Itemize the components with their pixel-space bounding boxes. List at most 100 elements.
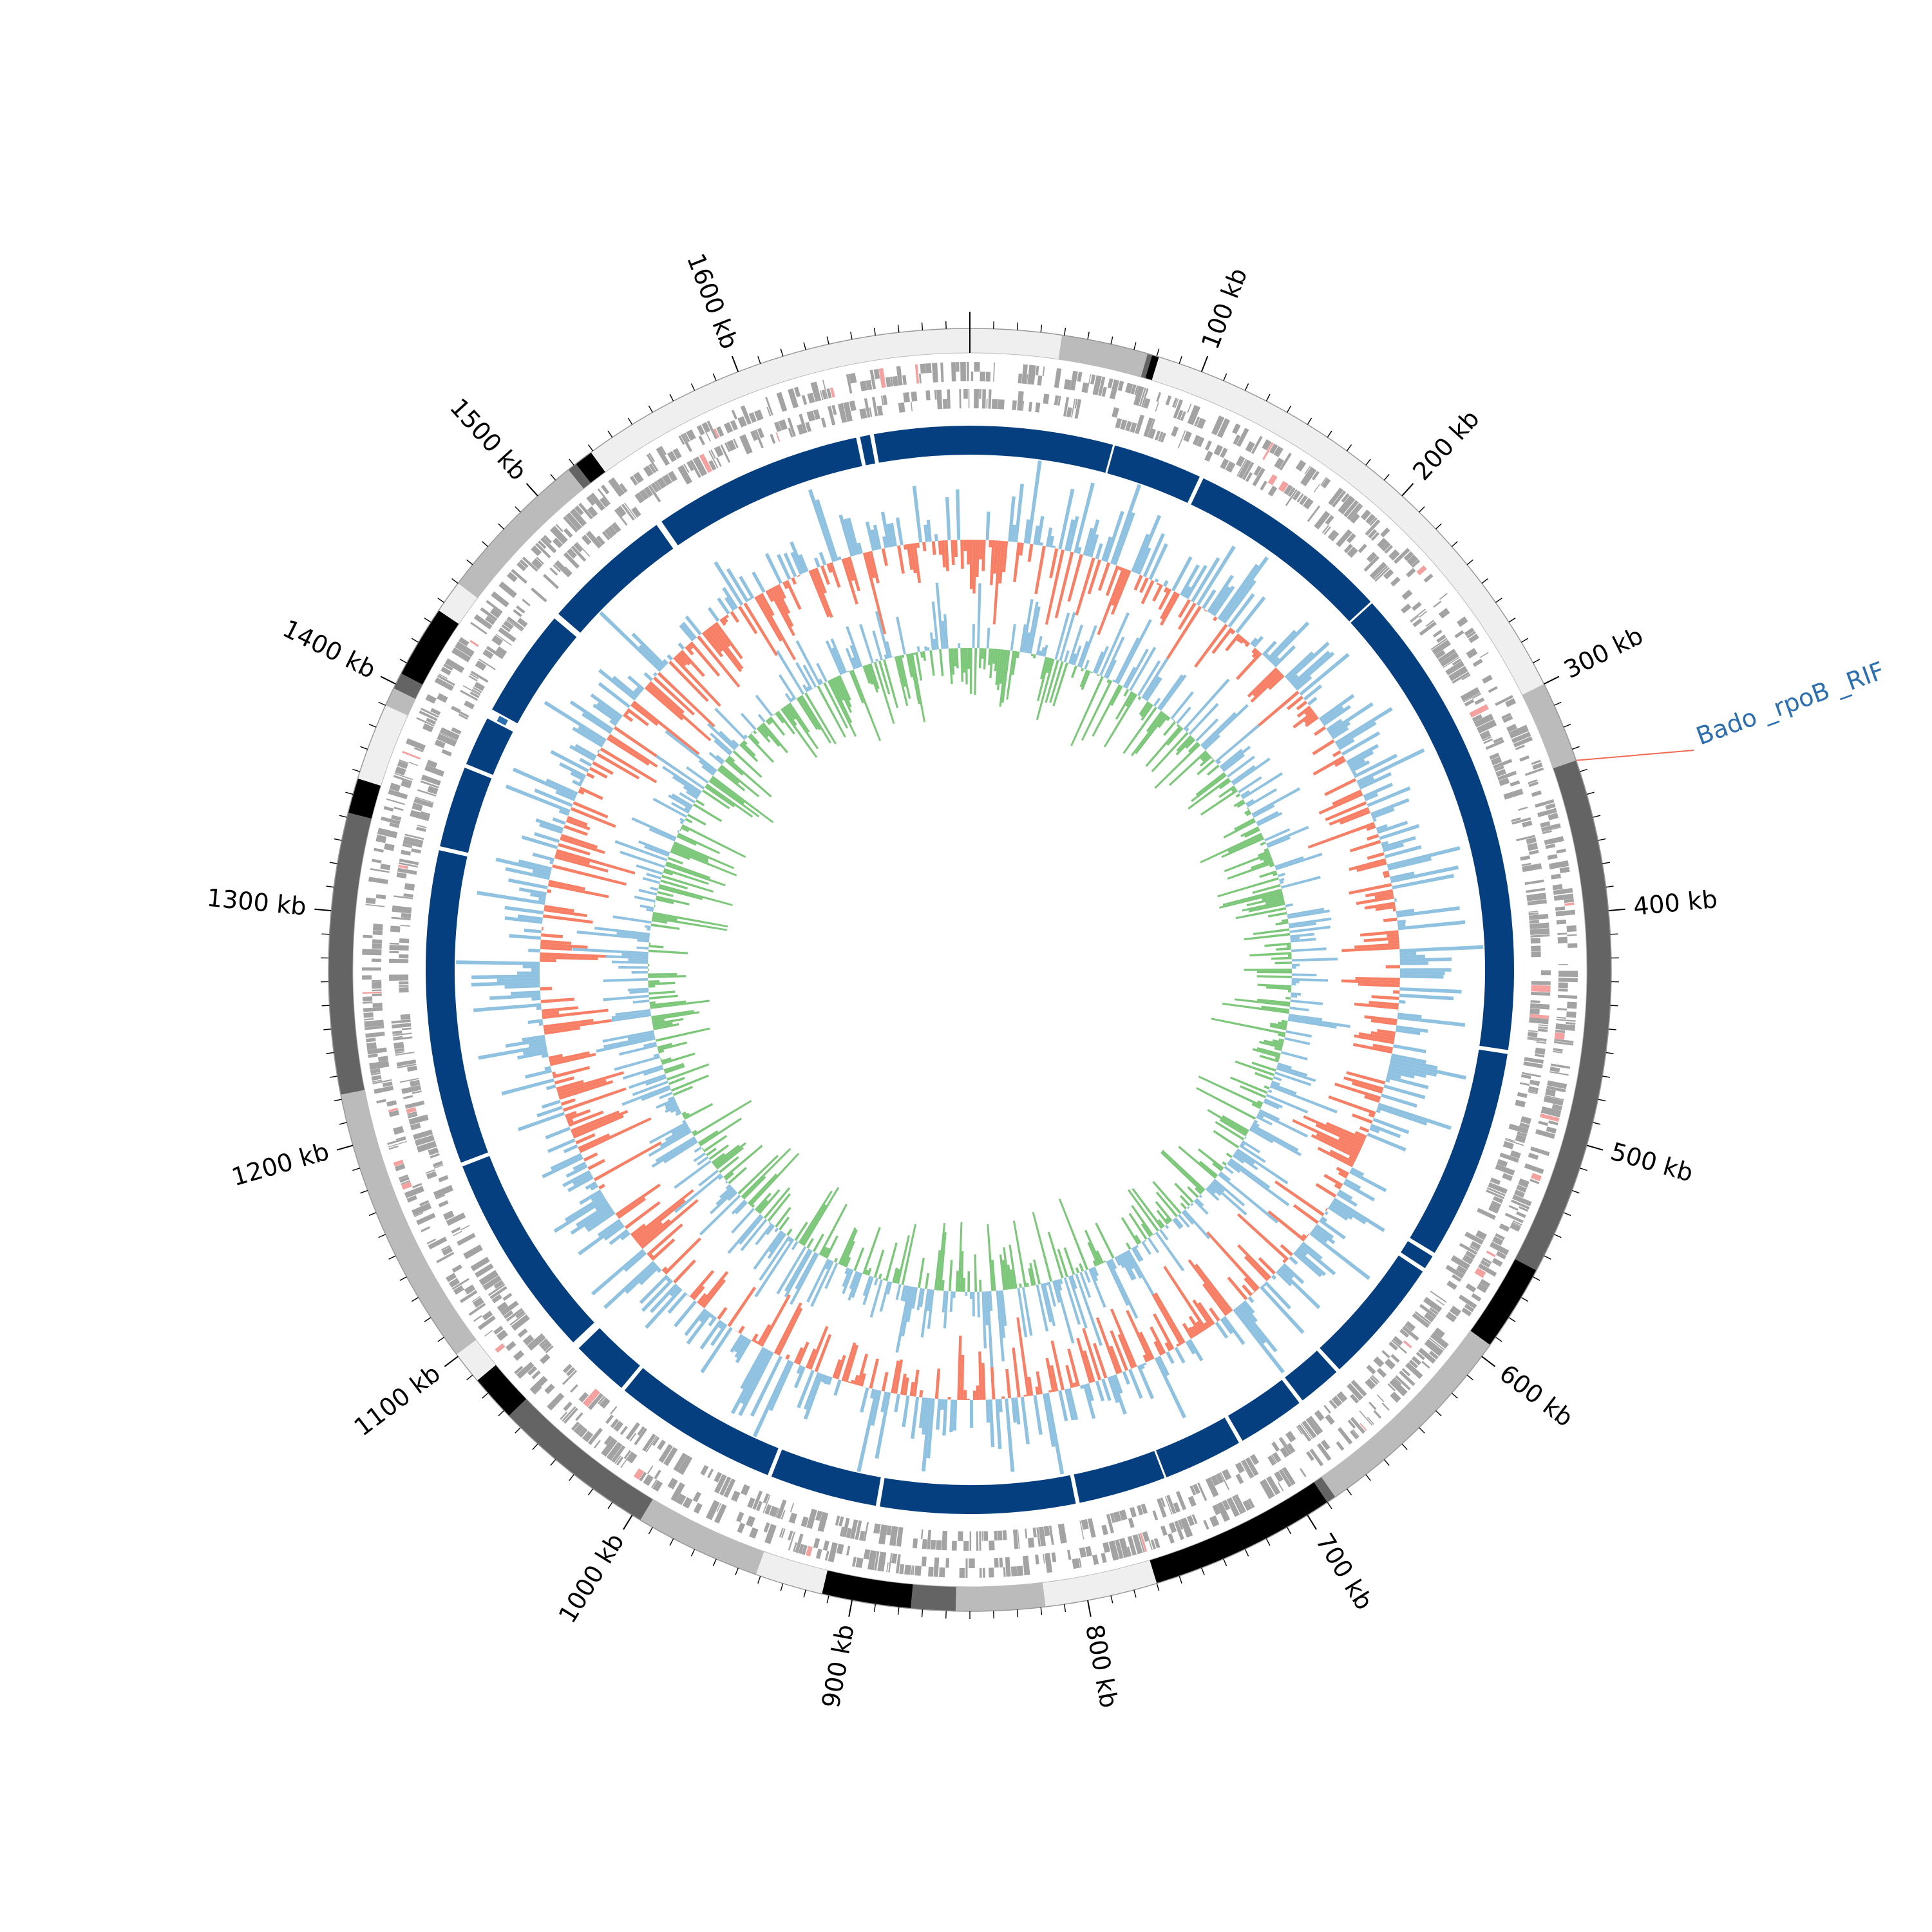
gc-skew-bin <box>922 650 927 661</box>
gc-skew-bin <box>1169 750 1208 786</box>
cds-feature <box>1521 862 1531 867</box>
gc-skew-bin <box>1291 978 1329 982</box>
cds-feature <box>1278 1482 1284 1492</box>
cds-feature <box>1210 1475 1220 1486</box>
gc-content-bin <box>578 790 585 795</box>
gc-content-bin <box>553 1197 607 1233</box>
gc-skew-bin <box>1047 1282 1057 1307</box>
cds-feature <box>1558 982 1568 989</box>
gc-content-bin <box>976 1385 980 1400</box>
cds-feature <box>1337 1427 1353 1445</box>
gc-content-bin <box>1140 1363 1145 1370</box>
cds-feature <box>365 1025 384 1030</box>
gc-content-bin <box>846 517 860 555</box>
gc-content-bin <box>895 517 904 545</box>
cds-feature <box>1323 526 1331 535</box>
cds-feature <box>762 1493 770 1504</box>
gc-skew-bin <box>1174 1182 1194 1203</box>
cds-feature <box>648 453 656 462</box>
gc-skew-bin <box>1211 1018 1286 1035</box>
cds-feature <box>912 1565 915 1575</box>
cds-feature <box>613 1421 624 1432</box>
cds-feature <box>1406 554 1419 566</box>
cds-feature <box>974 389 980 409</box>
gc-content-bin <box>1072 1382 1077 1388</box>
cds-feature <box>1168 1522 1177 1533</box>
cds-feature <box>1188 1495 1197 1507</box>
cds-feature <box>1002 1530 1007 1540</box>
gc-content-bin <box>785 1354 790 1360</box>
gc-content-bin <box>540 952 608 958</box>
gc-skew-bin <box>795 640 821 686</box>
gc-content-bin <box>848 1381 851 1383</box>
gc-content-bin <box>518 887 547 896</box>
gc-skew-bin <box>1121 1217 1140 1245</box>
cds-feature <box>988 389 992 409</box>
gc-skew-bin <box>838 675 851 701</box>
cds-feature <box>421 1226 430 1233</box>
cds-feature <box>1410 609 1426 622</box>
gc-content-bin <box>1110 1330 1128 1371</box>
gc-skew-bin <box>987 1224 994 1291</box>
gc-content-bin <box>570 772 585 781</box>
gc-content-bin <box>569 744 596 762</box>
gc-content-bin <box>823 1375 829 1385</box>
gene-annotations: Bado _rpoB _RIF <box>1576 656 1888 761</box>
gc-content-bin <box>1233 1308 1285 1374</box>
gc-content-bin <box>1387 933 1399 938</box>
gc-content-bin <box>981 540 986 571</box>
gc-content-bin <box>722 587 738 609</box>
gc-content-bin <box>535 818 564 831</box>
cds-feature <box>1336 1441 1345 1451</box>
gc-content-bin <box>552 817 566 825</box>
gc-skew-bin <box>685 790 698 800</box>
cds-feature <box>817 1511 829 1532</box>
gc-content-bin <box>957 1335 962 1400</box>
cds-feature <box>951 1540 957 1551</box>
cds-feature <box>464 700 475 710</box>
gc-content-bin <box>505 1037 546 1048</box>
gc-content-bin <box>960 1354 965 1400</box>
minor-tick <box>1346 1488 1352 1495</box>
gc-skew-bin <box>755 694 773 717</box>
cds-feature <box>959 1567 965 1578</box>
cds-feature <box>507 616 524 631</box>
cds-feature <box>458 637 469 647</box>
cds-feature <box>611 1445 626 1463</box>
gc-content-bin <box>926 1398 935 1459</box>
cds-feature <box>1530 922 1549 929</box>
gc-skew-bin <box>1090 1267 1099 1282</box>
minor-tick <box>1156 348 1160 357</box>
gc-skew-bin <box>896 1235 910 1284</box>
gc-content-bin <box>903 544 907 550</box>
cds-feature <box>793 386 801 397</box>
cds-feature <box>1511 817 1531 825</box>
gc-skew-bin <box>1287 1018 1337 1029</box>
cds-feature <box>982 1567 986 1578</box>
gc-content-bin <box>1397 923 1406 927</box>
gc-content-bin <box>587 1159 605 1170</box>
cds-feature <box>436 1251 455 1264</box>
gc-skew-bin <box>710 777 745 804</box>
cds-feature <box>776 392 788 412</box>
cds-feature <box>1305 1417 1321 1435</box>
cds-feature <box>426 717 437 725</box>
gc-content-bin <box>685 615 702 636</box>
gc-skew-bin <box>1274 961 1292 965</box>
gc-content-bin <box>1178 599 1191 618</box>
cds-feature <box>433 1184 454 1198</box>
gc-skew-bin <box>915 652 923 681</box>
gc-content-bin <box>759 1294 791 1347</box>
cds-feature <box>1271 1454 1278 1464</box>
gc-skew-bin <box>1205 1188 1220 1201</box>
gc-skew-bin <box>645 1076 667 1086</box>
cds-feature <box>654 480 662 491</box>
minor-tick <box>1287 1527 1292 1535</box>
gc-skew-bin <box>1151 732 1189 773</box>
cds-feature <box>1035 1554 1039 1565</box>
cds-feature <box>795 1533 804 1553</box>
gc-content-bin <box>1364 902 1396 910</box>
gc-content-bin <box>1083 1384 1096 1419</box>
gc-skew-bin <box>1108 1260 1139 1319</box>
gc-content-bin <box>623 713 634 723</box>
